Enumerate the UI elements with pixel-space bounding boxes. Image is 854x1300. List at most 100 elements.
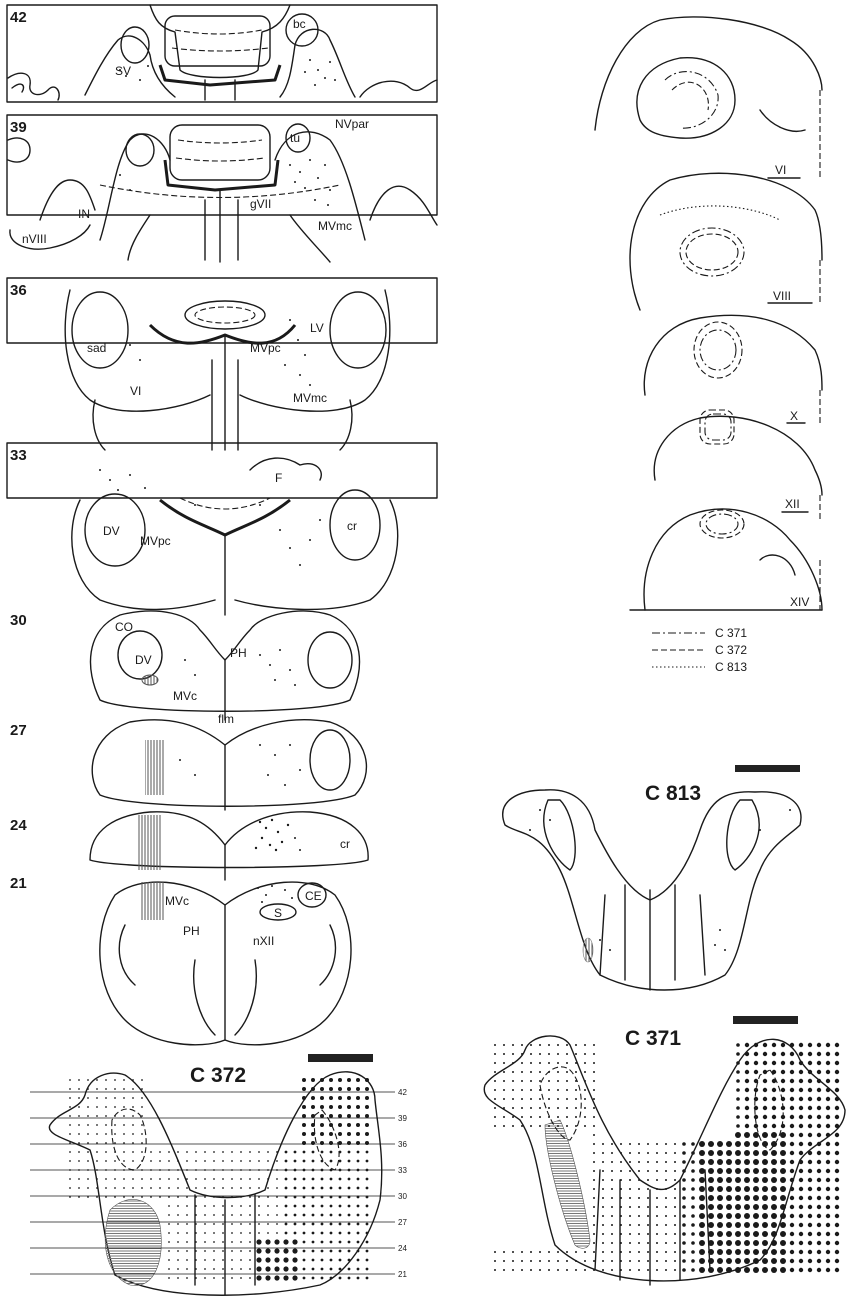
label-f: F (275, 471, 282, 485)
map-dot (312, 1277, 315, 1280)
map-dot (593, 1215, 595, 1217)
map-dot (240, 1205, 242, 1207)
map-dot (240, 1277, 242, 1279)
map-dot (674, 1251, 676, 1253)
map-dot (267, 1187, 269, 1189)
map-dot (303, 1214, 306, 1217)
map-dot (366, 1196, 369, 1199)
map-dot (817, 1169, 821, 1173)
map-dot (790, 1205, 794, 1209)
section-27-right-nucleus (310, 730, 350, 790)
map-dot (512, 1251, 514, 1253)
map-dot (708, 1258, 714, 1264)
map-dot (311, 1141, 315, 1145)
section-33-frame (7, 443, 437, 498)
map-dot (168, 1268, 170, 1270)
map-dot (213, 1232, 215, 1234)
map-dot (357, 1259, 360, 1262)
map-dot (708, 1159, 714, 1165)
map-dot (87, 1115, 89, 1117)
map-dot (656, 1161, 658, 1163)
map-dot (708, 1267, 714, 1273)
section-42-floor (160, 65, 280, 85)
section-xiv-c371 (706, 514, 738, 534)
map-dot (781, 1097, 785, 1101)
map-dot (521, 1062, 523, 1064)
map-dot (548, 1116, 550, 1118)
map-dot (276, 1232, 278, 1234)
map-dot (96, 1079, 98, 1081)
section-30-right-nucleus (308, 632, 352, 688)
map-dot (249, 1187, 251, 1189)
map-dot (114, 1151, 116, 1153)
map-dot (339, 1250, 342, 1253)
map-dot (114, 1160, 116, 1162)
map-dot (365, 1123, 369, 1127)
map-dot (817, 1205, 821, 1209)
map-dot (691, 1250, 695, 1254)
map-dot (735, 1222, 741, 1228)
map-dot (321, 1250, 324, 1253)
map-dot (575, 1053, 577, 1055)
map-c813-lesion (583, 938, 593, 962)
map-dot (557, 1098, 559, 1100)
map-dot (835, 1151, 839, 1155)
map-dot (330, 1250, 333, 1253)
map-dot (321, 1259, 324, 1262)
map-dot (105, 1178, 107, 1180)
map-dot (780, 1231, 786, 1237)
map-dot (204, 1151, 206, 1153)
map-dot (276, 1178, 278, 1180)
map-dot (808, 1061, 812, 1065)
map-dot (177, 1277, 179, 1279)
label-lv: LV (310, 321, 324, 335)
map-dot (708, 1195, 714, 1201)
right-section-x: X (644, 315, 822, 425)
map-dot (735, 1186, 741, 1192)
section-24-number: 24 (10, 817, 27, 834)
map-dot (87, 1160, 89, 1162)
map-dot (638, 1269, 640, 1271)
map-dot (771, 1168, 777, 1174)
section-36-ventricle-inner (195, 307, 255, 323)
map-dot (285, 1187, 288, 1190)
map-dot (329, 1096, 333, 1100)
map-dot (835, 1223, 839, 1227)
map-dot (735, 1240, 741, 1246)
map-dot (665, 1197, 667, 1199)
map-dot (566, 1089, 568, 1091)
map-dot (132, 1097, 134, 1099)
map-dot (240, 1196, 242, 1198)
map-dot (320, 1096, 324, 1100)
map-dot (347, 1087, 351, 1091)
section-33-f-region (250, 458, 321, 480)
map-dot (817, 1106, 821, 1110)
map-dot (771, 1249, 777, 1255)
map-dot (826, 1223, 830, 1227)
map-dot (312, 1223, 315, 1226)
map-dot (123, 1160, 125, 1162)
map-dot (753, 1159, 759, 1165)
map-dot (557, 1071, 559, 1073)
map-dot (285, 1160, 288, 1163)
map-dot (87, 1133, 89, 1135)
map-dot (222, 1250, 224, 1252)
map-dot (762, 1195, 768, 1201)
section-36-midline (212, 335, 238, 450)
map-dot (302, 1087, 306, 1091)
map-dot (321, 1151, 324, 1154)
map-dot (708, 1231, 714, 1237)
map-dot (557, 1107, 559, 1109)
map-dot (735, 1267, 741, 1273)
map-dot (258, 1187, 260, 1189)
map-dot (817, 1115, 821, 1119)
label-s: S (274, 906, 282, 920)
map-dot (249, 1268, 251, 1270)
map-dot (753, 1132, 759, 1138)
map-dot (753, 1222, 759, 1228)
map-dot (213, 1151, 215, 1153)
map-dot (312, 1178, 315, 1181)
map-dot (665, 1233, 667, 1235)
map-dot (808, 1205, 812, 1209)
map-dot (638, 1170, 640, 1172)
